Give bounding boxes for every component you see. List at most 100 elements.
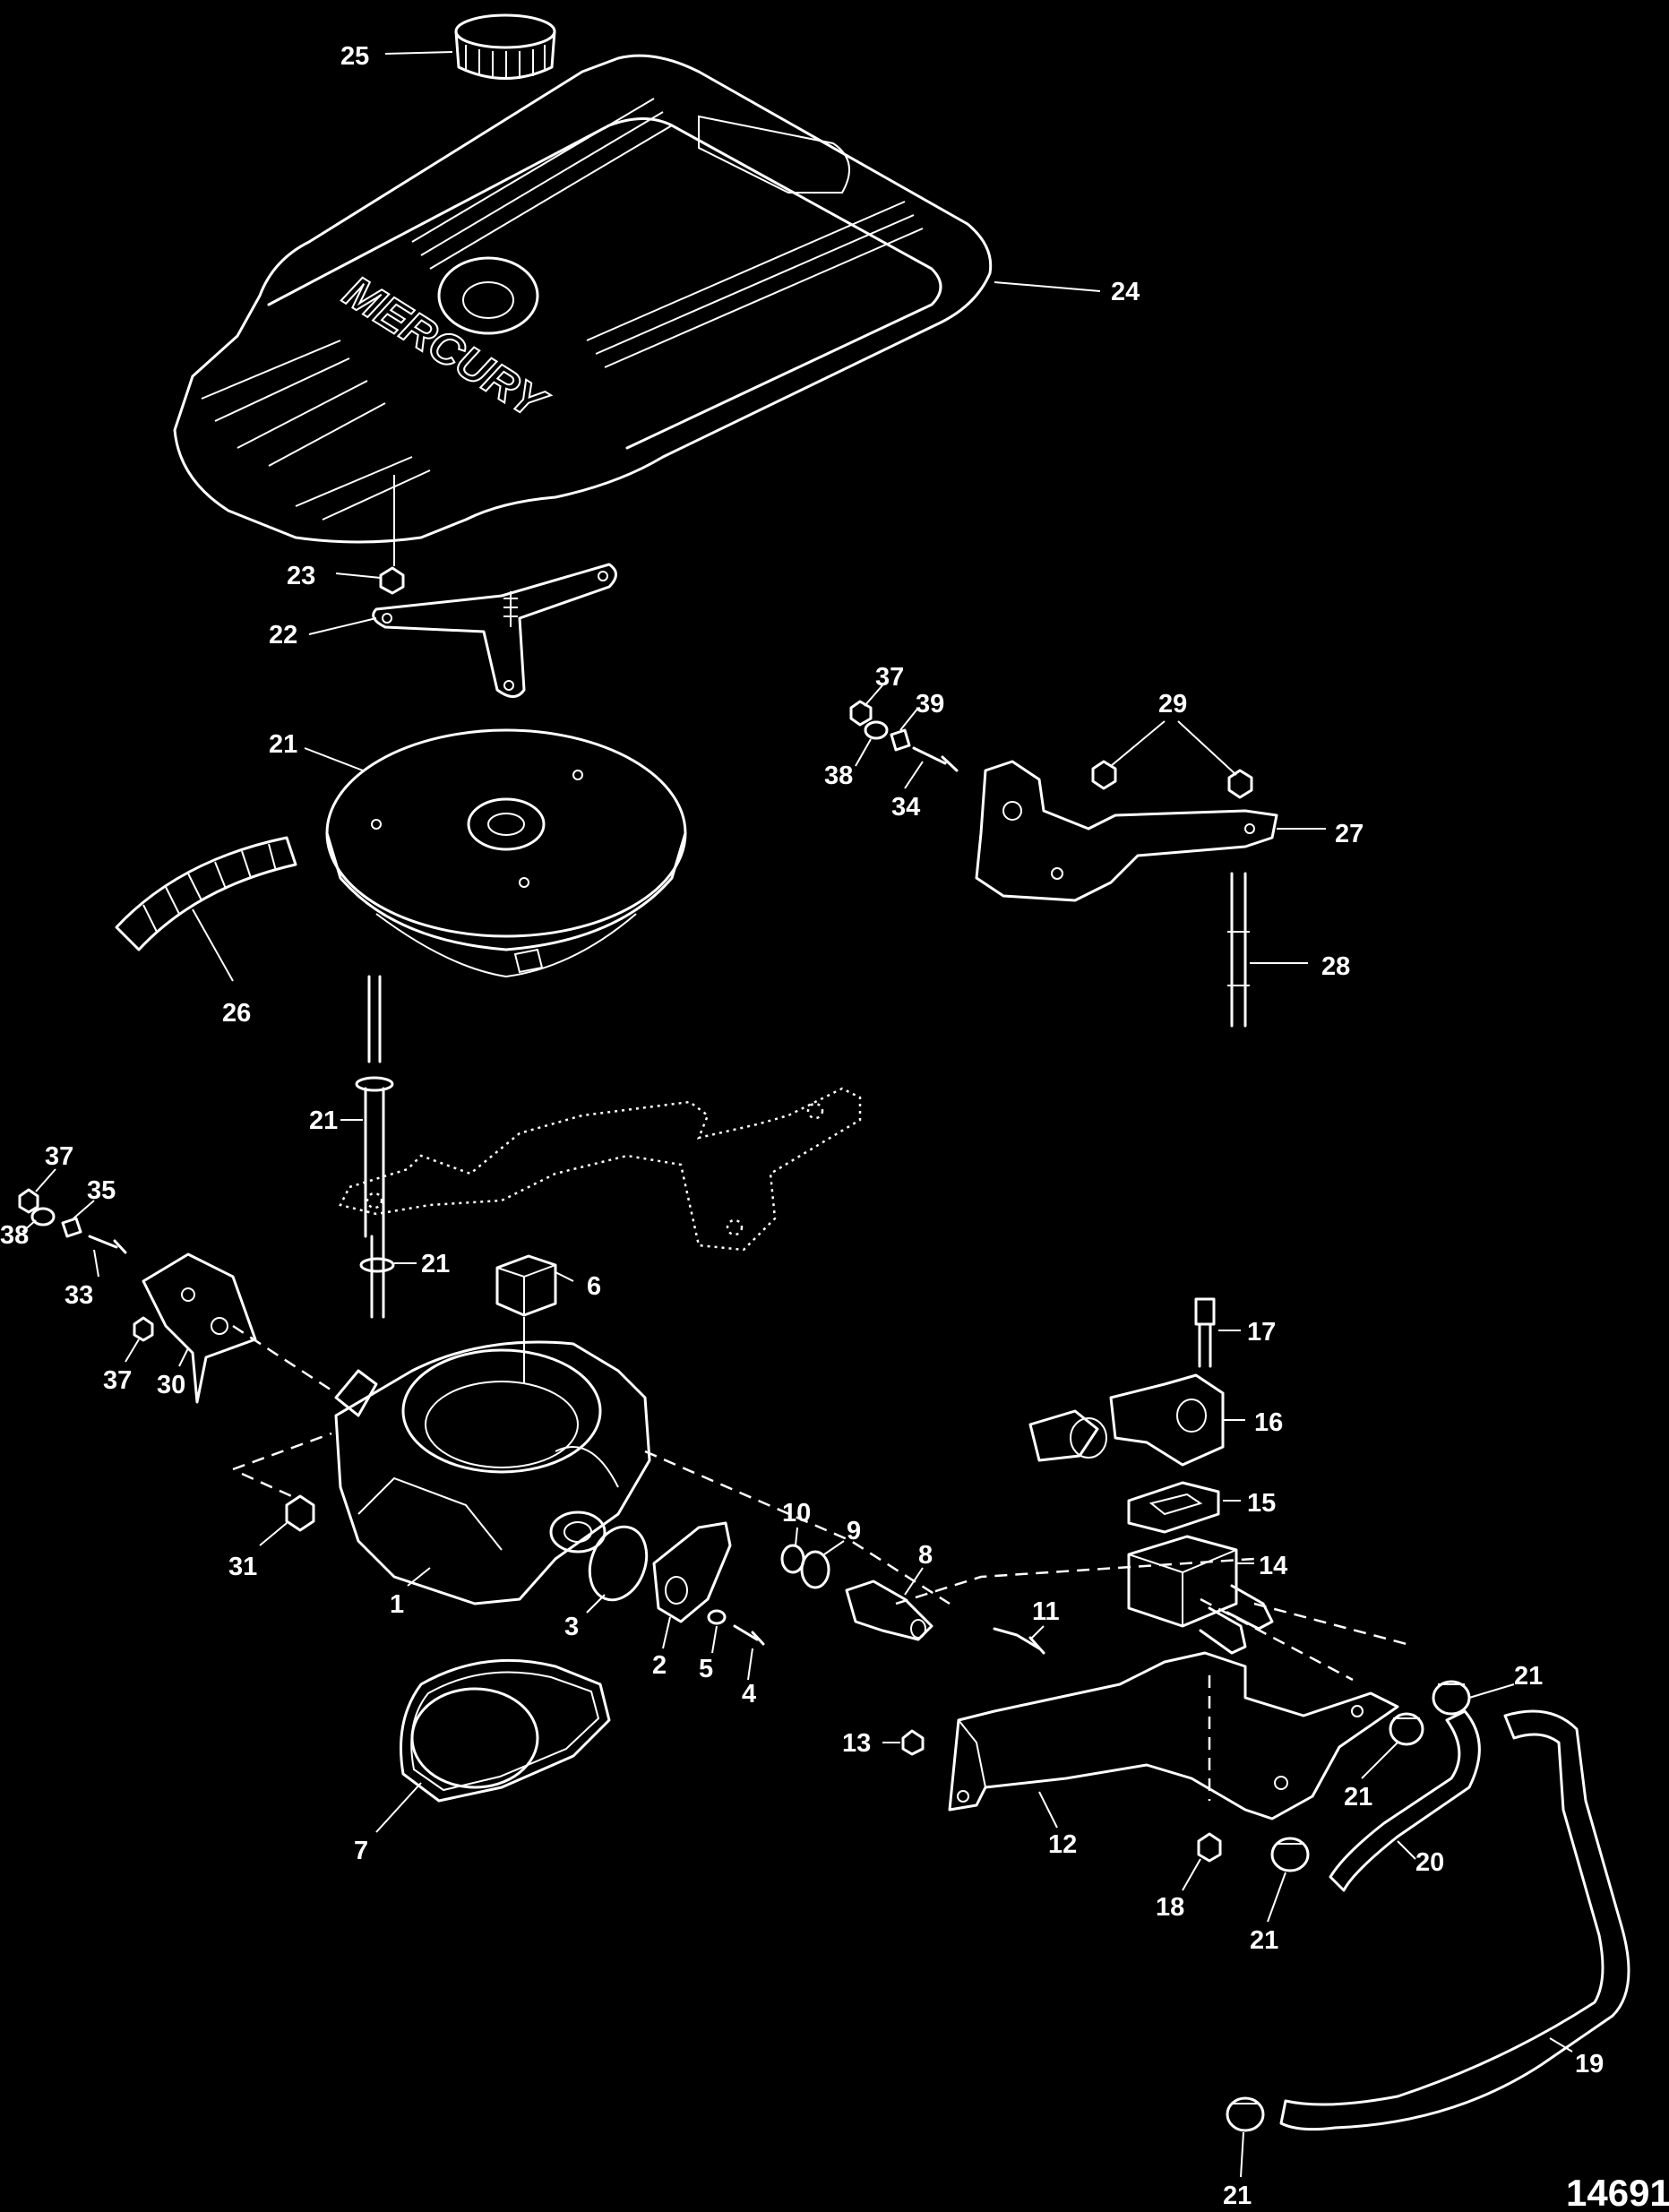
leader-6 [555,1271,574,1282]
callout-34: 31 [228,1553,257,1581]
leader-9 [823,1540,845,1555]
leader-37a [35,1168,56,1192]
leader-26 [335,572,382,579]
leader-38b [855,738,872,767]
part-30-bracket [975,760,1278,902]
part-21-clamp-b [1389,1712,1424,1746]
part-32-nut-a [1091,760,1117,790]
part-35-bolt-left [88,1235,127,1254]
callout-7: 7 [354,1837,368,1865]
callout-38-a: 38 [0,1221,29,1250]
leader-35a [93,1249,99,1278]
leader-33 [178,1347,189,1367]
dotted-mounting-bracket [339,1087,862,1252]
part-24-air-cleaner [325,728,687,978]
callout-30: 27 [1335,820,1364,848]
callout-25: 22 [269,621,297,650]
part-9-o-ring [800,1550,830,1589]
callout-5: 5 [699,1655,713,1683]
part-31-stud [1227,872,1250,1028]
callout-32: 29 [1158,690,1187,719]
callout-38-b: 38 [824,762,853,790]
callout-19: 19 [1575,2050,1604,2079]
brand-logo-text: MERCURY [335,266,556,430]
part-27-engine-cover: MERCURY [173,54,993,544]
part-38-washer-right [864,720,889,740]
leader-12 [1038,1791,1058,1829]
callout-3: 3 [564,1613,579,1641]
callout-39: 39 [916,690,944,719]
leader-19 [1549,2037,1573,2053]
callout-11: 11 [1032,1597,1060,1626]
leader-25 [308,617,377,635]
callout-13: 13 [842,1729,871,1758]
part-3-o-ring [588,1525,649,1602]
callout-1: 1 [390,1590,404,1619]
part-29-breather-hose [115,836,297,951]
part-21-clamp-a [1432,1680,1471,1716]
callout-2: 2 [652,1651,667,1680]
leader-4 [747,1648,753,1681]
callout-4: 4 [742,1680,756,1708]
part-39-spacer [890,728,911,752]
leader-35b [904,761,924,789]
part-23-stud [355,975,394,1238]
leader-29 [192,908,234,982]
callout-8: 8 [918,1541,933,1570]
part-21-clamp-d [1226,2096,1265,2132]
part-19-hose [1279,1709,1630,2131]
leader-37b [125,1338,140,1363]
callout-28: 25 [340,42,369,71]
part-25-bracket [372,563,617,698]
part-5-washer [707,1609,727,1625]
part-12-bracket [948,1651,1399,1820]
leader-28 [384,51,453,55]
callout-15: 15 [1247,1489,1276,1518]
leader-32a [1110,720,1166,767]
callout-21-a: 21 [1514,1662,1543,1691]
part-37-nut-upper-left [18,1188,39,1214]
part-34-nut [285,1494,315,1532]
part-36-spacer [61,1217,82,1238]
part-32-nut-b [1227,769,1253,799]
callout-16: 16 [1254,1408,1283,1437]
callout-22: 21 [421,1250,450,1278]
leader-10 [795,1527,798,1546]
leader-21d [1240,2131,1244,2178]
part-17-bolt [1194,1297,1216,1368]
part-13-nut [901,1729,925,1756]
part-26-nut [379,566,405,595]
leader-20 [1397,1840,1416,1860]
callout-12: 12 [1048,1830,1077,1859]
callout-20: 20 [1415,1848,1444,1877]
leader-11 [1029,1625,1045,1640]
leader-39 [899,707,919,731]
callout-18: 18 [1156,1893,1184,1922]
leader-21c [1267,1872,1286,1923]
part-15-gasket [1127,1481,1220,1534]
part-37-nut-lower-left [133,1316,154,1342]
leader-36 [73,1200,95,1219]
callout-21-b: 21 [1344,1783,1372,1812]
callout-26: 23 [287,562,315,590]
callout-37-b: 37 [103,1366,132,1395]
part-33-bracket [142,1252,257,1404]
alignment-lines [232,1324,1407,1801]
part-16-iac-valve [1028,1373,1225,1467]
callout-9: 9 [847,1517,861,1545]
part-2-tps-sensor [652,1521,732,1623]
leader-2 [662,1616,671,1649]
part-11-screw [993,1627,1045,1655]
leader-38a [22,1219,37,1233]
callout-29: 26 [222,999,251,1028]
part-7-gasket [400,1658,611,1803]
leader-32b [1177,720,1237,776]
callout-6: 6 [587,1272,601,1301]
callout-24: 21 [269,730,297,759]
part-18-nut [1197,1832,1222,1863]
leader-34 [259,1522,288,1546]
leader-1 [407,1567,431,1587]
leader-24 [304,747,364,771]
part-4-screw [733,1624,765,1646]
part-20-hose [1329,1709,1481,1892]
